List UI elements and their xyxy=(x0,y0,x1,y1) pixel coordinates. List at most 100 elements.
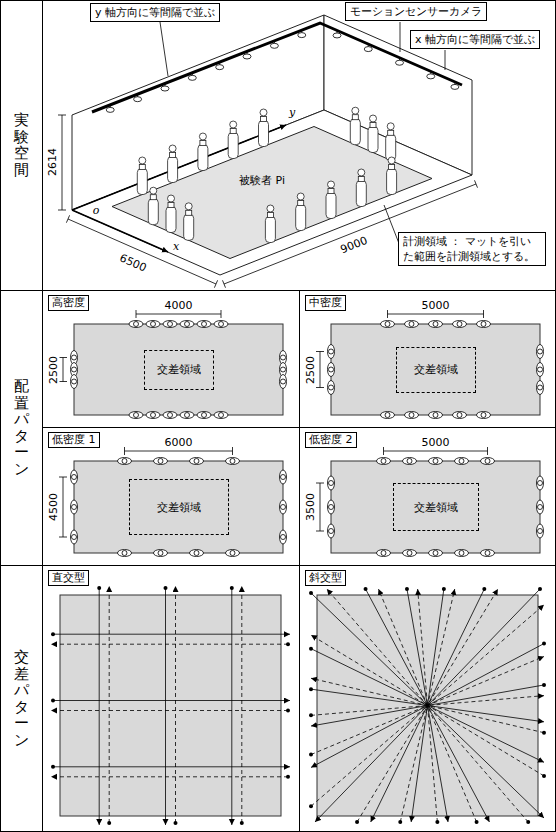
person-icon xyxy=(158,551,163,556)
walk-path xyxy=(241,586,242,823)
person-icon xyxy=(329,367,334,372)
dimension-line xyxy=(59,537,67,538)
dimension-label: 2500 xyxy=(304,355,317,385)
person-icon xyxy=(281,379,286,384)
person-icon xyxy=(328,500,335,514)
person-icon xyxy=(190,458,204,465)
subject-figure xyxy=(199,133,206,140)
floor-area xyxy=(74,461,283,553)
subject-figure xyxy=(326,193,336,219)
person-icon xyxy=(146,412,160,419)
person-icon xyxy=(281,355,286,360)
start-dot xyxy=(542,642,546,646)
start-dot xyxy=(442,587,446,591)
subject-figure xyxy=(148,199,158,225)
subject-figure xyxy=(297,193,304,200)
motion-camera xyxy=(106,107,114,112)
subject-figure xyxy=(265,217,275,243)
start-dot xyxy=(309,753,313,757)
walk-path xyxy=(51,710,288,711)
axis-label: y xyxy=(288,106,296,119)
person-icon xyxy=(409,322,414,327)
person-icon xyxy=(538,385,543,390)
person-icon xyxy=(190,550,204,557)
person-icon xyxy=(280,530,287,544)
crossing-area-box: 交差領域 xyxy=(396,347,476,393)
person-icon xyxy=(429,458,443,465)
dimension-line xyxy=(320,352,321,388)
walk-path xyxy=(311,649,544,763)
person-icon xyxy=(429,412,443,419)
crossing-area-box: 交差領域 xyxy=(393,483,479,531)
subject-figure xyxy=(139,157,146,164)
person-icon xyxy=(538,529,543,534)
start-dot xyxy=(286,709,290,713)
person-icon xyxy=(477,321,491,328)
person-icon xyxy=(481,413,486,418)
person-icon xyxy=(230,551,235,556)
person-icon xyxy=(158,459,163,464)
walk-path xyxy=(109,586,110,823)
dimension-line xyxy=(63,477,64,537)
dimension-label: 6000 xyxy=(164,436,194,449)
motion-camera xyxy=(243,54,251,59)
person-icon xyxy=(538,481,543,486)
box-text: 計測領域 ： マットを引いた範囲を計測領域とする。 xyxy=(403,235,535,263)
person-icon xyxy=(481,458,495,465)
person-icon xyxy=(455,458,469,465)
subject-figure xyxy=(386,134,396,160)
subject-figure xyxy=(352,115,358,120)
panel-heading: 中密度 xyxy=(305,295,346,311)
walk-path xyxy=(311,605,544,806)
subject-figure xyxy=(139,165,145,170)
person-icon xyxy=(219,322,224,327)
person-icon xyxy=(154,550,168,557)
person-icon xyxy=(409,413,414,418)
person-icon xyxy=(329,385,334,390)
person-icon xyxy=(202,413,207,418)
walk-path xyxy=(51,644,288,645)
subject-figure xyxy=(230,121,237,128)
person-icon xyxy=(457,322,462,327)
person-icon xyxy=(197,412,211,419)
callout-box: y 軸方向に等間隔で並ぶ xyxy=(90,3,220,22)
subject-figure xyxy=(298,201,304,206)
box-text: 交差領域 xyxy=(414,500,458,515)
person-icon xyxy=(185,413,190,418)
walk-path xyxy=(53,634,290,635)
person-icon xyxy=(146,321,160,328)
subject-figure xyxy=(388,130,394,135)
dimension-line xyxy=(384,451,488,452)
person-icon xyxy=(329,505,334,510)
crossing-area-box: 交差領域 xyxy=(129,479,229,535)
start-dot xyxy=(309,713,313,717)
motion-camera xyxy=(364,47,372,52)
person-icon xyxy=(134,413,139,418)
person-icon xyxy=(214,321,228,328)
callout-box: 計測領域 ： マットを引いた範囲を計測領域とする。 xyxy=(398,232,546,266)
person-icon xyxy=(377,550,391,557)
person-icon xyxy=(328,381,335,395)
person-icon xyxy=(71,500,78,514)
start-dot xyxy=(286,642,290,646)
start-dot xyxy=(475,820,479,824)
walk-path xyxy=(311,696,544,716)
person-icon xyxy=(226,550,240,557)
person-icon xyxy=(281,535,286,540)
walk-path xyxy=(311,656,544,754)
person-icon xyxy=(385,413,390,418)
floor-area xyxy=(331,461,540,553)
start-dot xyxy=(542,774,546,778)
dimension-line xyxy=(388,314,484,315)
person-icon xyxy=(118,458,132,465)
person-icon xyxy=(194,551,199,556)
start-dot xyxy=(230,586,234,590)
person-icon xyxy=(122,459,127,464)
subject-figure xyxy=(387,169,397,195)
walk-path xyxy=(165,588,166,825)
person-icon xyxy=(122,551,127,556)
person-icon xyxy=(407,551,412,556)
start-dot xyxy=(542,683,546,687)
start-dot xyxy=(164,586,168,590)
start-dot xyxy=(309,687,313,691)
